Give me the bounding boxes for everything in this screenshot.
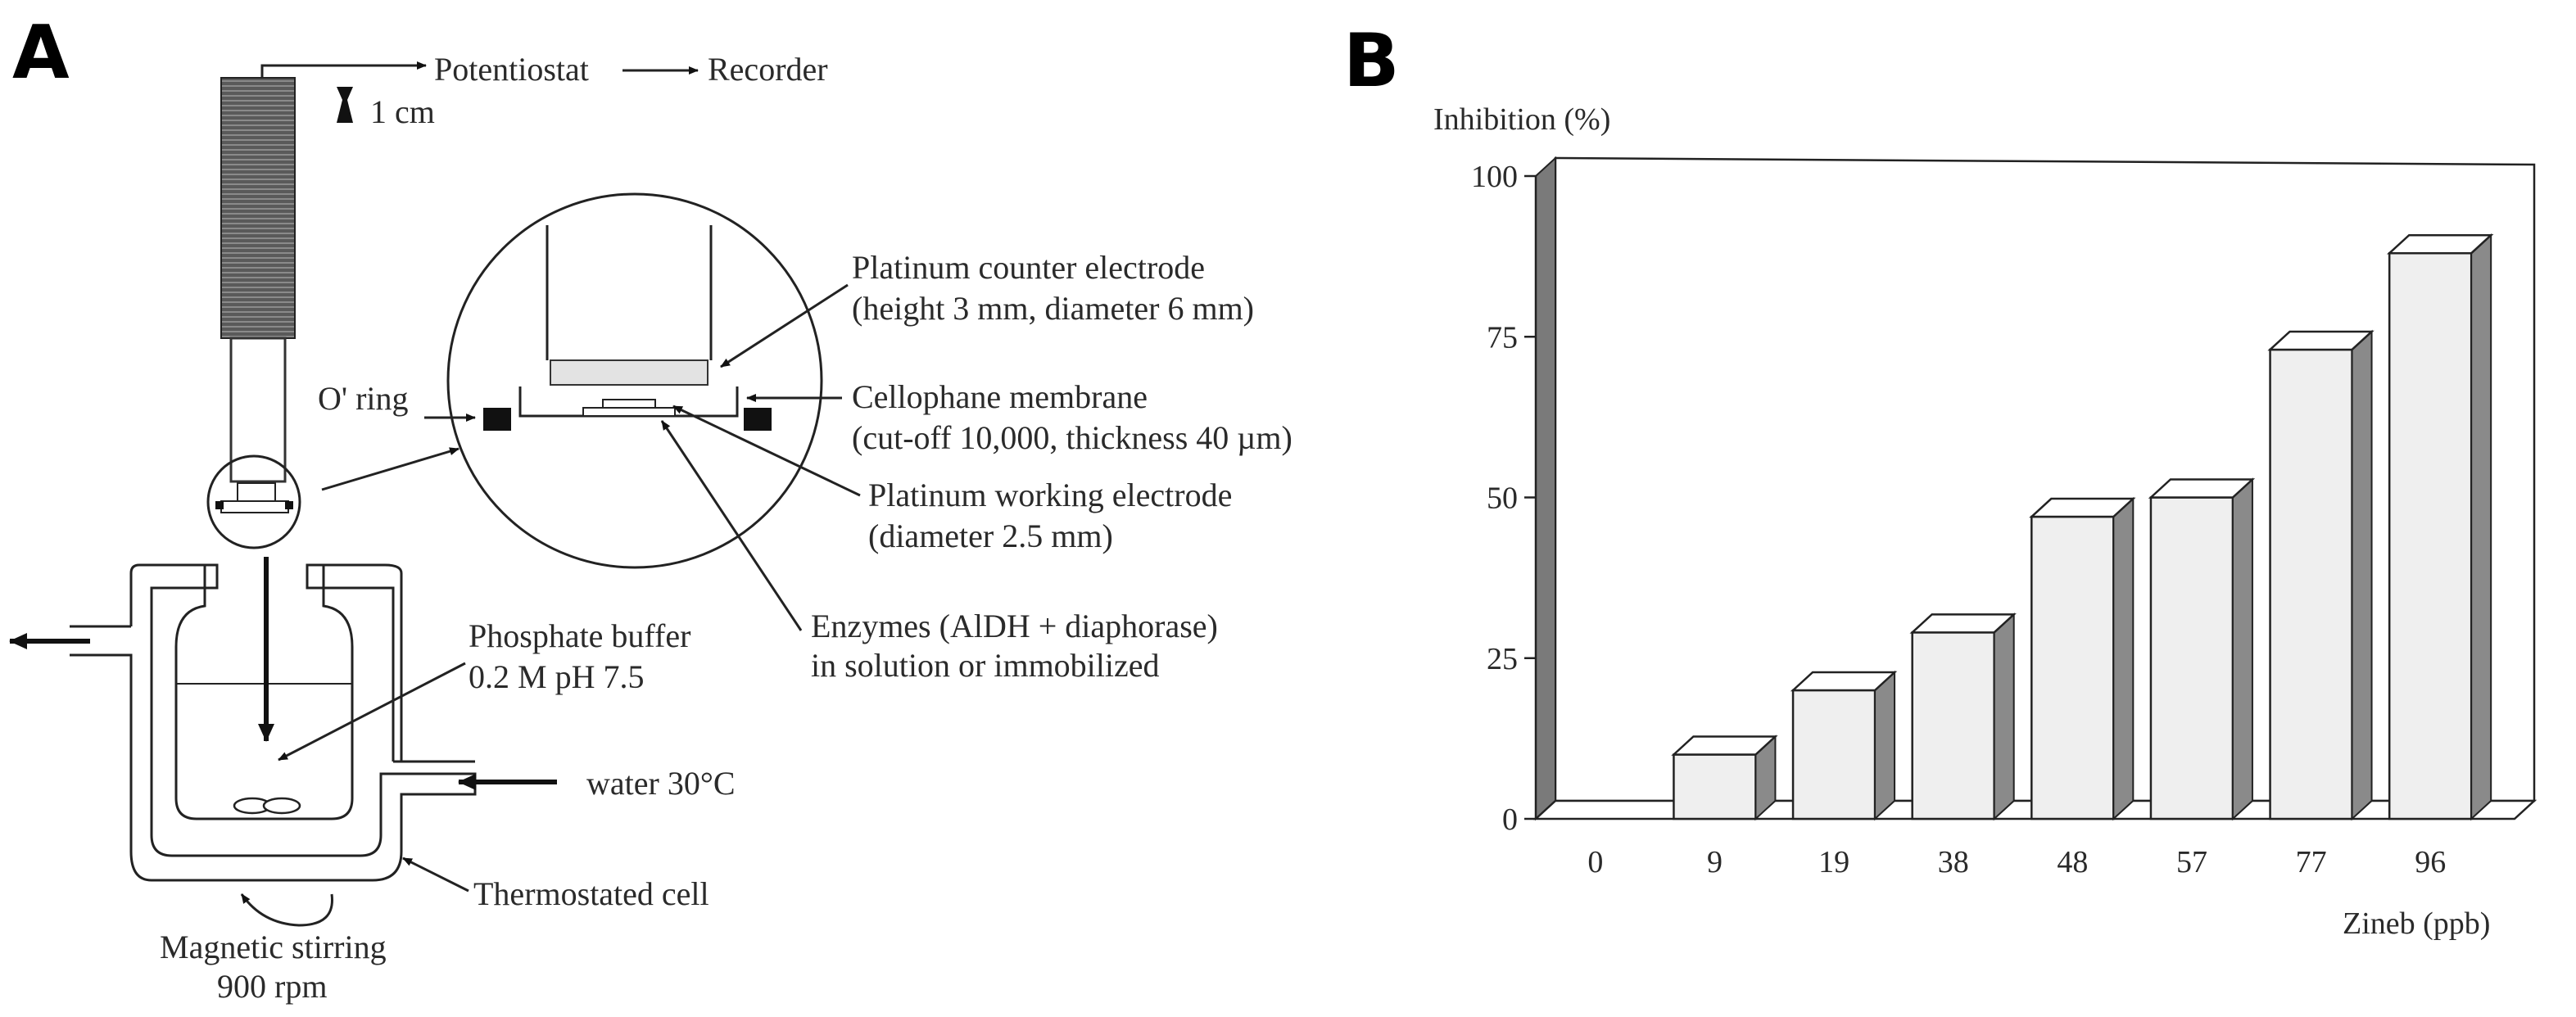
stirring-speed: 900 rpm — [217, 968, 327, 1005]
x-tick-label: 57 — [2176, 845, 2207, 879]
y-tick-label: 50 — [1487, 481, 1518, 516]
enzymes-state: in solution or immobilized — [811, 647, 1160, 684]
bar-top — [1671, 735, 1778, 756]
scale-label: 1 cm — [370, 93, 435, 130]
cell-label: Thermostated cell — [473, 875, 709, 912]
bar-side — [2112, 496, 2135, 821]
x-tick-label: 77 — [2296, 845, 2327, 879]
counter-electrode-label: Platinum counter electrode — [852, 249, 1205, 286]
bar — [2269, 348, 2353, 820]
x-tick-label: 0 — [1587, 845, 1603, 879]
x-tick-label: 48 — [2057, 845, 2088, 879]
bar-side — [2351, 329, 2373, 821]
bar-side — [1874, 670, 1896, 821]
thermostated-cell — [70, 563, 477, 882]
bar-side — [1993, 612, 2015, 821]
x-axis-label: Zineb (ppb) — [2343, 906, 2490, 941]
scale-bar-icon — [337, 87, 353, 123]
bar-top — [2386, 233, 2494, 255]
membrane-label: Cellophane membrane — [852, 378, 1148, 415]
recorder-label: Recorder — [708, 51, 828, 88]
working-electrode-label: Platinum working electrode — [868, 477, 1232, 513]
y-tick-label: 25 — [1487, 642, 1518, 676]
bar — [1911, 631, 1995, 820]
y-axis-label: Inhibition (%) — [1433, 102, 1610, 137]
potentiostat-label: Potentiostat — [434, 51, 589, 88]
bar — [2149, 496, 2234, 820]
panel-a-letter: A — [12, 10, 70, 96]
bar — [1673, 753, 1757, 820]
x-tick-label: 38 — [1938, 845, 1969, 879]
panel-a: A Potentiostat Recorder 1 cm O' ring — [9, 10, 1293, 1005]
counter-electrode-block — [550, 359, 709, 386]
bar-top — [2267, 330, 2375, 351]
working-electrode-dims: (diameter 2.5 mm) — [868, 518, 1113, 554]
oring-label: O' ring — [318, 380, 409, 417]
inner-vessel — [174, 565, 354, 820]
water-label: water 30°C — [586, 765, 736, 802]
zoom-circle — [446, 192, 823, 569]
panel-b: B Inhibition (%) Zineb (ppb) 02550751000… — [1343, 18, 2538, 941]
bar-side — [2231, 477, 2253, 821]
cable-line — [260, 61, 427, 78]
zoom-pointer — [321, 447, 460, 491]
bar-top — [1790, 671, 1898, 692]
y-tick-label: 100 — [1471, 160, 1518, 194]
bar — [1791, 689, 1877, 820]
x-tick-label: 19 — [1818, 845, 1849, 879]
y-tick-label: 75 — [1487, 320, 1518, 355]
stirring-curl — [240, 893, 333, 927]
bar — [2388, 251, 2473, 820]
enzymes-label: Enzymes (AlDH + diaphorase) — [811, 608, 1218, 644]
x-tick-label: 96 — [2415, 845, 2446, 879]
left-wall — [1535, 156, 1556, 821]
bar — [2030, 515, 2115, 820]
bar-chart: 0 25 50 75 100 0 9 19 38 48 57 77 96 — [1471, 156, 2538, 879]
panel-b-letter: B — [1343, 18, 1400, 104]
buffer-specs: 0.2 M pH 7.5 — [469, 658, 644, 695]
stirring-label: Magnetic stirring — [160, 929, 387, 965]
oring-left — [483, 408, 511, 431]
bar-side — [2470, 233, 2492, 821]
counter-electrode-dims: (height 3 mm, diameter 6 mm) — [852, 290, 1254, 327]
electrode-tip-circle — [206, 454, 301, 549]
bar-top — [2148, 478, 2256, 499]
buffer-label: Phosphate buffer — [469, 617, 690, 654]
electrode-shaft — [229, 337, 287, 483]
bar-top — [1909, 613, 2017, 634]
membrane-specs: (cut-off 10,000, thickness 40 µm) — [852, 419, 1293, 456]
y-tick-label: 0 — [1502, 802, 1518, 837]
x-tick-label: 9 — [1707, 845, 1723, 879]
bar-top — [2029, 497, 2136, 518]
electrode-body — [220, 77, 296, 339]
oring-right — [744, 408, 772, 431]
